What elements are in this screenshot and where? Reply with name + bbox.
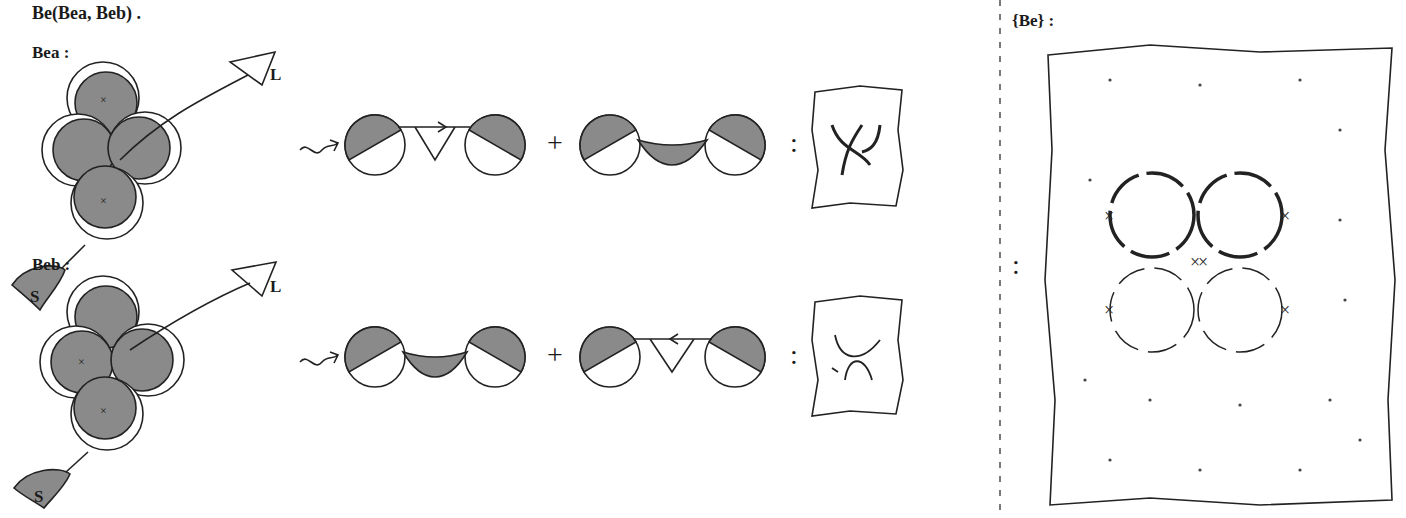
circle-cluster: × × — [14, 262, 276, 508]
squiggle-arrow — [300, 140, 338, 153]
part-label: Beb : — [32, 256, 70, 275]
circle-chain — [1110, 173, 1282, 352]
patch-outline — [1045, 45, 1395, 505]
colon-sign: : — [790, 128, 798, 159]
two-circle-term — [345, 327, 525, 387]
plus-sign: + — [547, 128, 563, 159]
svg-text:×: × — [100, 93, 107, 107]
svg-text:×: × — [1104, 206, 1114, 226]
side-label: L — [270, 66, 281, 85]
side-label: L — [270, 278, 281, 297]
svg-text:×: × — [1198, 252, 1208, 272]
two-circle-term — [580, 115, 765, 175]
diagram-title: Be(Bea, Beb) . — [32, 4, 141, 24]
part-label: Bea : — [32, 44, 69, 63]
svg-text:×: × — [1280, 206, 1290, 226]
side-label: S — [30, 288, 39, 307]
two-circle-term — [345, 115, 525, 175]
colon-sign: : — [790, 340, 798, 371]
patch-outline — [812, 296, 903, 416]
svg-text:×: × — [100, 404, 107, 418]
divider — [999, 0, 1000, 518]
svg-text:×: × — [1104, 300, 1114, 320]
two-circle-term — [580, 327, 765, 387]
colon-sign: : — [1012, 250, 1020, 281]
squiggle-arrow — [300, 352, 338, 365]
circle-cluster: × × — [12, 52, 275, 310]
side-label: S — [34, 488, 43, 507]
patch-outline — [812, 86, 903, 208]
plus-sign: + — [547, 340, 563, 371]
svg-text:×: × — [100, 194, 107, 208]
svg-text:×: × — [1280, 300, 1290, 320]
svg-text:×: × — [78, 355, 85, 369]
part-label: {Be} : — [1012, 12, 1054, 31]
